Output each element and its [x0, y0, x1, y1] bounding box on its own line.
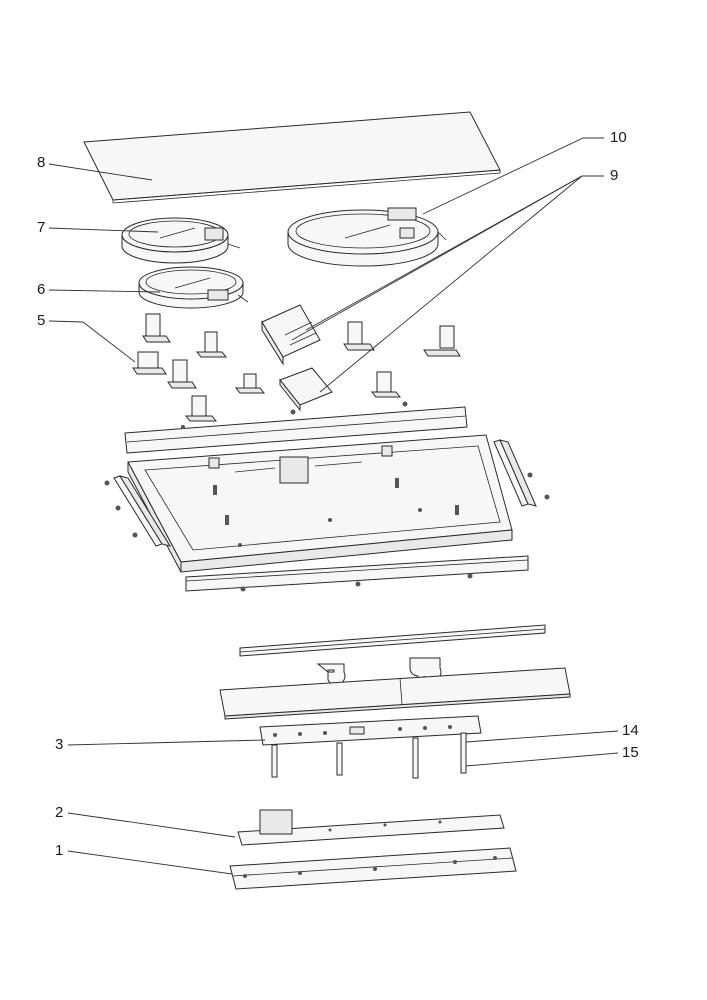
part-7-small-burner [121, 217, 241, 264]
control-panel-housing [219, 667, 571, 720]
part-3-control-board [259, 715, 482, 746]
side-rails [113, 439, 537, 547]
part-9-terminal-blocks [261, 304, 333, 412]
callout-1: 1 [55, 842, 64, 859]
part-8-glass-top [83, 111, 501, 204]
part-6-medium-burner [138, 266, 249, 309]
screws [104, 472, 550, 538]
part-10-large-burner [287, 207, 447, 267]
callout-6: 6 [37, 281, 46, 298]
lower-front-rail [185, 555, 529, 592]
callout-3: 3 [55, 736, 64, 753]
callout-14: 14 [622, 722, 639, 739]
callout-10: 10 [610, 129, 627, 146]
part-1-front-strip [229, 847, 517, 890]
callout-2: 2 [55, 804, 64, 821]
part-14-knob-shafts [271, 732, 467, 779]
upper-frame-rail [124, 401, 468, 454]
callout-15: 15 [622, 744, 639, 761]
leader-lines [48, 137, 619, 875]
callout-5: 5 [37, 312, 46, 329]
main-chassis-tray [127, 434, 513, 573]
callout-7: 7 [37, 219, 46, 236]
callout-9: 9 [610, 167, 619, 184]
seal-strip [239, 624, 546, 657]
part-5-brackets [132, 313, 461, 422]
callout-8: 8 [37, 154, 46, 171]
u-clips [316, 657, 442, 691]
part-2-circuit-board [237, 809, 505, 846]
